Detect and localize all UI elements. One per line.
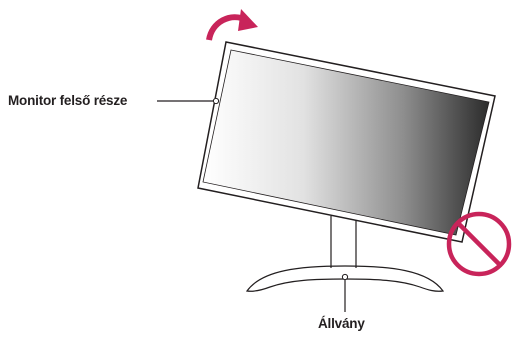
rotate-clockwise-arrow-icon <box>206 9 258 41</box>
stand-label: Állvány <box>318 316 365 331</box>
prohibited-icon <box>446 211 512 277</box>
monitor-screen <box>202 49 490 236</box>
monitor-top-label: Monitor felső része <box>8 93 128 108</box>
stand-neck <box>330 216 357 268</box>
monitor-top-point <box>212 97 220 105</box>
stand-point <box>341 273 349 281</box>
monitor <box>197 41 496 243</box>
